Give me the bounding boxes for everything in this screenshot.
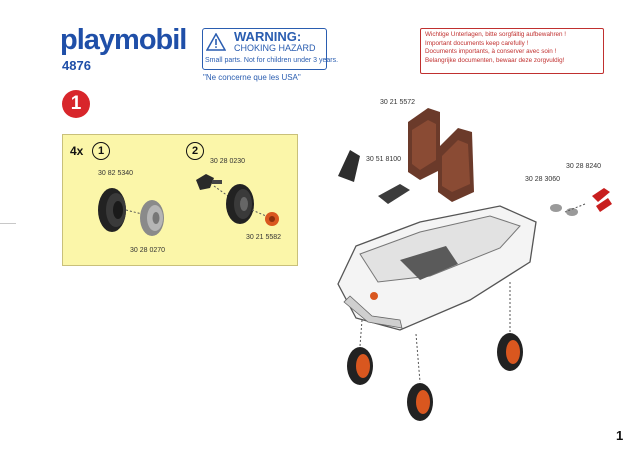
substep-1-badge: 1 [92,142,110,160]
assembly-line [415,333,421,383]
tire-illustration [98,188,126,232]
seat-illustration [438,128,474,202]
light-illustration [592,188,612,212]
part-number-rim: 30 28 0270 [130,247,166,254]
part-number-grille: 30 28 3060 [525,176,561,183]
part-number-lights: 30 28 8240 [566,163,602,170]
assembly-line [251,209,267,217]
hub-illustration [265,212,279,226]
part-number-seats: 30 21 5572 [380,99,416,106]
part-number-windshield: 30 51 8100 [366,156,402,163]
warning-triangle-icon [206,33,226,51]
assembly-line [359,319,363,347]
notice-line-en: Important documents keep carefully ! [425,39,529,47]
car-body-illustration [337,205,537,331]
warning-small-text: Small parts. Not for children under 3 ye… [205,57,339,64]
part-number-hub: 30 21 5582 [246,234,282,241]
windshield-illustration [338,150,410,204]
quantity-multiplier: 4x [70,144,84,158]
seat-illustration [408,108,440,180]
part-number-tire: 30 82 5340 [98,170,134,177]
keep-documents-notice: Wichtige Unterlagen, bitte sorgfältig au… [420,28,604,74]
wheel-illustration [226,184,254,224]
assembly-line [564,203,586,213]
warning-box [202,28,327,70]
assembly-line [125,209,143,215]
car-wheel-rear [497,333,523,371]
car-wheel-front-right [407,383,433,421]
car-wheel-front-left [347,347,373,385]
part-number-cap: 30 28 0230 [210,158,246,165]
warning-subtitle: CHOKING HAZARD [234,43,316,53]
cap-illustration [196,174,222,190]
grille-illustration [550,204,578,216]
warning-title: WARNING: [234,29,302,44]
playmobil-logo: playmobil [60,24,187,56]
notice-line-fr: Documents importants, à conserver avec s… [425,48,557,55]
fold-mark [0,223,16,224]
usa-note: "Ne concerne que les USA" [203,73,301,82]
assembly-line [213,185,229,197]
notice-line-de: Wichtige Unterlagen, bitte sorgfältig au… [425,31,567,38]
page-number: 1 [616,428,624,443]
step-number-badge: 1 [62,90,90,118]
substep-2-badge: 2 [186,142,204,160]
rim-illustration [140,200,164,236]
notice-line-nl: Belangrijke documenten, bewaar deze zorg… [425,56,565,64]
model-number: 4876 [62,58,91,73]
